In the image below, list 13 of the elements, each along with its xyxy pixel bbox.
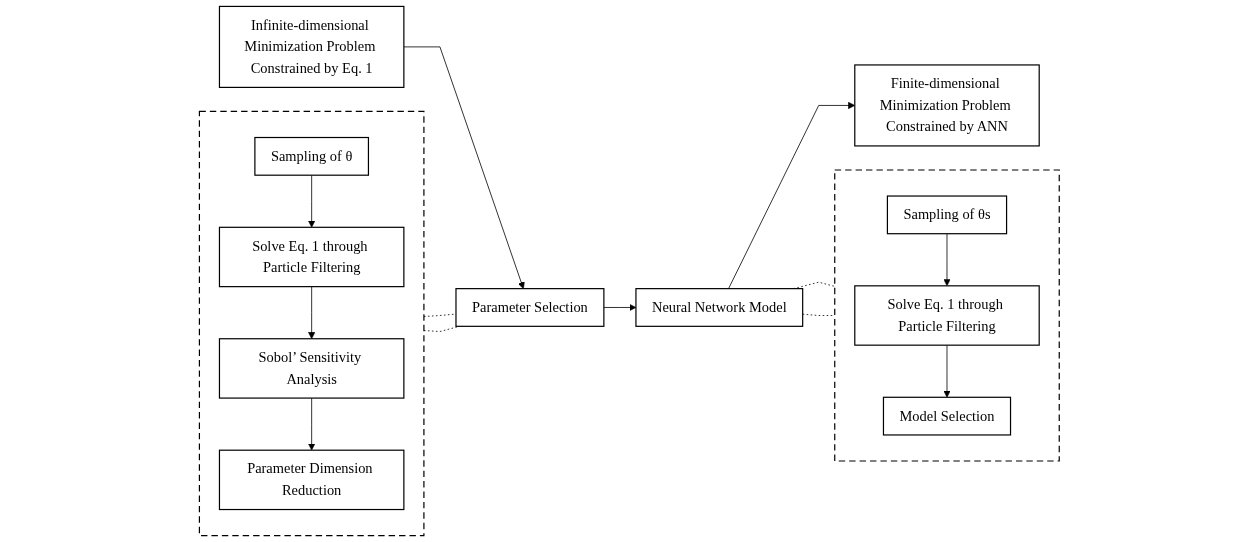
node-box: Parameter Selection: [455, 288, 605, 327]
node-box: Neural Network Model: [635, 288, 804, 327]
node-box: Solve Eq. 1 through Particle Filtering: [854, 285, 1040, 346]
cluster: [199, 110, 425, 537]
node-box: Infinite-dimensional Minimization Problem Constrained by Eq. 1: [219, 5, 405, 88]
cluster: [834, 169, 1060, 462]
node-box: Sampling of θs: [887, 195, 1008, 235]
node-box: Parameter Dimension Reduction: [219, 449, 405, 511]
node-box: Finite-dimensional Minimization Problem Constrained by ANN: [854, 64, 1040, 147]
node-box: Solve Eq. 1 through Particle Filtering: [219, 226, 405, 288]
node-box: Model Selection: [883, 396, 1012, 436]
node-box: Sampling of θ: [254, 136, 370, 176]
node-box: Sobol’ Sensitivity Analysis: [219, 338, 405, 399]
